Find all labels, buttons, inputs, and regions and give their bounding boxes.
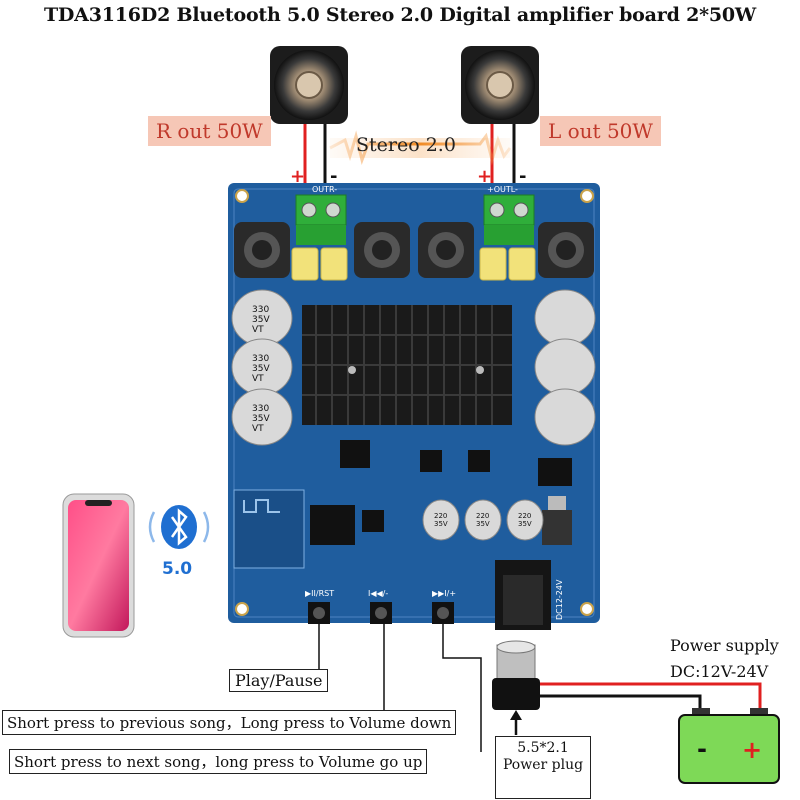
cap-text: 220 xyxy=(518,512,531,520)
plus-marker: + xyxy=(290,166,305,187)
capacitor-330-left xyxy=(231,289,293,446)
btn-rst-text: ▶II/RST xyxy=(305,589,334,598)
cap-text: VT xyxy=(252,374,264,384)
cap-text: VT xyxy=(252,325,264,335)
plug-size: 5.5*2.1 xyxy=(517,740,569,756)
bluetooth-icon xyxy=(148,505,210,549)
cap-text: 35V xyxy=(252,315,270,325)
cap-text: 35V xyxy=(518,520,532,528)
out-r-text: OUTR- xyxy=(312,185,337,194)
battery-icon xyxy=(678,708,780,784)
cap-text: 330 xyxy=(252,354,269,364)
silkscreen-text: ▶II/RST I◀◀/- ▶▶I/+ OUTR- +OUTL- DC12-24… xyxy=(305,185,564,620)
minus-marker: - xyxy=(519,166,526,187)
capacitor-330-right xyxy=(534,289,596,446)
dc-silk-text: DC12-24V xyxy=(555,579,564,620)
cap-text: 35V xyxy=(252,364,270,374)
cap-text: 35V xyxy=(434,520,448,528)
stereo-label: Stereo 2.0 xyxy=(356,134,456,156)
cap-text: 330 xyxy=(252,305,269,315)
cap-text: 220 xyxy=(476,512,489,520)
battery-plus: + xyxy=(742,736,762,764)
arrow-up-icon xyxy=(510,710,522,735)
cap-text: 220 xyxy=(434,512,447,520)
battery-minus: - xyxy=(697,735,707,763)
bluetooth-version: 5.0 xyxy=(162,559,193,579)
btn-prev-text: I◀◀/- xyxy=(368,589,388,598)
l-out-label: L out 50W xyxy=(540,116,661,146)
out-l-text: +OUTL- xyxy=(487,185,518,194)
play-pause-callout: Play/Pause xyxy=(229,669,329,692)
speaker-icon xyxy=(270,46,348,124)
power-wires xyxy=(535,682,762,712)
cap-text: 35V xyxy=(476,520,490,528)
dc-plug-icon xyxy=(492,640,540,710)
minus-marker: - xyxy=(330,166,337,187)
power-supply-label: Power supply xyxy=(670,636,779,655)
btn-next-text: ▶▶I/+ xyxy=(432,589,456,598)
dc-range-label: DC:12V-24V xyxy=(670,662,769,681)
prev-song-callout: Short press to previous song，Long press … xyxy=(2,710,457,735)
button-leader-lines xyxy=(318,624,482,752)
speaker-icon xyxy=(461,46,539,124)
next-song-callout: Short press to next song，long press to V… xyxy=(9,749,428,774)
plus-marker: + xyxy=(477,166,492,187)
stereo-wave xyxy=(329,130,512,166)
capacitor-220-text: 220 35V 220 35V 220 35V xyxy=(434,512,532,528)
page-title: TDA3116D2 Bluetooth 5.0 Stereo 2.0 Digit… xyxy=(43,4,757,26)
cap-text: 330 xyxy=(252,404,269,414)
plug-name: Power plug xyxy=(502,757,584,773)
cap-text: 35V xyxy=(252,414,270,424)
phone-icon xyxy=(62,493,135,638)
amplifier-board xyxy=(228,183,600,630)
r-out-label: R out 50W xyxy=(148,116,271,146)
capacitor-text: 330 35V VT 330 35V VT 330 35V VT xyxy=(252,305,270,434)
cap-text: VT xyxy=(252,424,264,434)
capacitor-220 xyxy=(422,499,544,541)
power-plug-box: 5.5*2.1 Power plug xyxy=(495,736,591,799)
